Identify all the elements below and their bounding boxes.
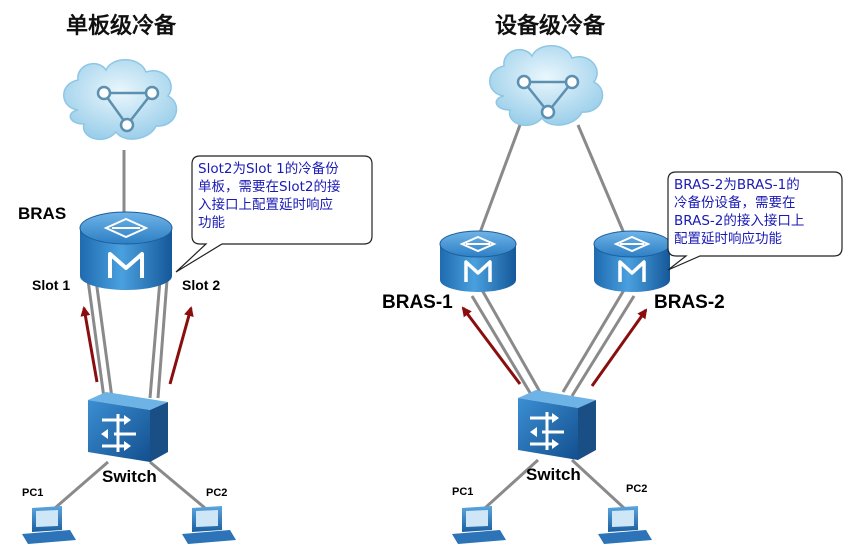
right-callout-bubble [667, 171, 843, 271]
bras1-label: BRAS-1 [382, 292, 453, 313]
left-callout-line-3: 入接口上配置延时响应 [198, 197, 333, 213]
right-pc1-label: PC1 [452, 486, 474, 498]
right-bras1-router-icon [439, 230, 517, 292]
left-callout-line-2: 单板，需要在Slot2的接 [198, 179, 341, 195]
left-pc2-label: PC2 [206, 487, 228, 499]
left-callout-line-1: Slot2为Slot 1的冷备份 [198, 161, 339, 177]
slot2-label: Slot 2 [182, 277, 221, 293]
right-callout-line-4: 配置延时响应功能 [674, 231, 782, 247]
right-links [470, 124, 636, 510]
right-switch-icon [518, 390, 596, 460]
slot1-label: Slot 1 [32, 277, 71, 293]
left-switch-label: Switch [102, 467, 157, 486]
left-arrows [80, 306, 194, 385]
right-title: 设备级冷备 [495, 14, 606, 39]
left-title: 单板级冷备 [66, 14, 177, 39]
right-arrows [461, 306, 648, 387]
right-pc1-icon [452, 506, 506, 544]
right-callout-line-2: 冷备份设备，需要在 [674, 195, 796, 211]
bras-label: BRAS [18, 204, 67, 223]
left-pc1-label: PC1 [22, 487, 44, 499]
right-pc2-icon [598, 506, 652, 544]
right-callout-line-3: BRAS-2的接入接口上 [674, 213, 805, 229]
bras2-label: BRAS-2 [654, 292, 725, 313]
left-links [54, 150, 206, 510]
left-network-cloud-icon [63, 59, 178, 141]
right-bras2-router-icon [593, 230, 671, 292]
right-pc2-label: PC2 [626, 483, 648, 495]
left-pc2-icon [182, 506, 236, 544]
left-callout-line-4: 功能 [198, 215, 225, 231]
left-switch-icon [88, 392, 168, 462]
right-callout-text: BRAS-2为BRAS-1的 冷备份设备，需要在 BRAS-2的接入接口上 配置… [674, 176, 840, 248]
right-switch-label: Switch [526, 465, 581, 484]
right-network-cloud-icon [489, 45, 604, 127]
left-pc1-icon [22, 506, 76, 544]
left-bras-router-icon [79, 211, 173, 290]
left-callout-bubble [175, 155, 373, 273]
right-callout-line-1: BRAS-2为BRAS-1的 [674, 177, 800, 193]
left-callout-text: Slot2为Slot 1的冷备份 单板，需要在Slot2的接 入接口上配置延时响… [198, 160, 370, 232]
